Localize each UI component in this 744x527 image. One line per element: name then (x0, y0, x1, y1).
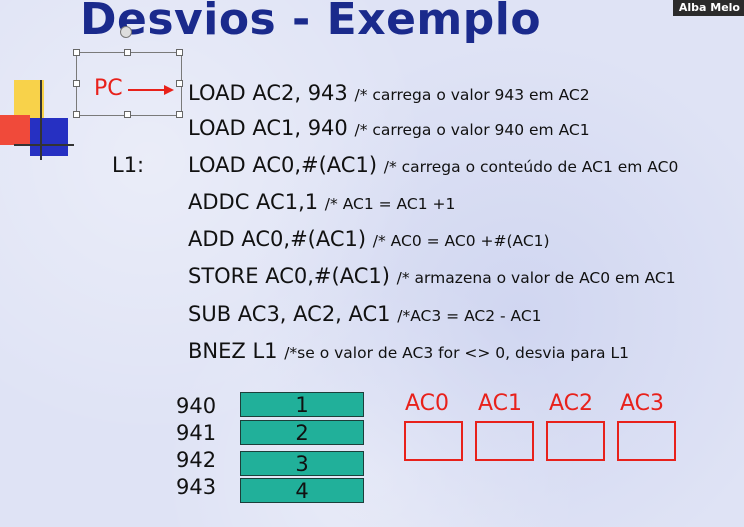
pc-label: PC (94, 76, 123, 101)
memory-address: 943 (176, 475, 217, 499)
instruction: LOAD AC1, 940 (188, 116, 348, 140)
resize-handle-top-left[interactable] (73, 49, 80, 56)
code-line-5: ADD AC0,#(AC1) /* AC0 = AC0 +#(AC1) (188, 227, 550, 251)
resize-handle-left[interactable] (73, 80, 80, 87)
code-line-1: LOAD AC2, 943 /* carrega o valor 943 em … (188, 81, 590, 105)
resize-handle-bottom[interactable] (124, 111, 131, 118)
decor-horizontal-line (14, 144, 74, 146)
memory-cell: 1 (240, 392, 364, 417)
code-line-6: STORE AC0,#(AC1) /* armazena o valor de … (188, 264, 676, 288)
comment: /*AC3 = AC2 - AC1 (397, 307, 542, 325)
register-label-ac3: AC3 (620, 391, 665, 416)
memory-cell: 3 (240, 451, 364, 476)
register-box-ac1 (475, 421, 534, 461)
register-label-ac0: AC0 (405, 391, 450, 416)
code-line-3: LOAD AC0,#(AC1) /* carrega o conteúdo de… (188, 153, 678, 177)
instruction: BNEZ L1 (188, 339, 278, 363)
resize-handle-bottom-right[interactable] (176, 111, 183, 118)
decor-red-square (0, 115, 30, 145)
pc-arrow-icon (128, 85, 174, 95)
memory-cell: 4 (240, 478, 364, 503)
resize-handle-top[interactable] (124, 49, 131, 56)
resize-handle-top-right[interactable] (176, 49, 183, 56)
comment: /* AC0 = AC0 +#(AC1) (372, 232, 550, 250)
comment: /* carrega o valor 940 em AC1 (354, 121, 590, 139)
memory-cell: 2 (240, 420, 364, 445)
register-label-ac2: AC2 (549, 391, 594, 416)
instruction: STORE AC0,#(AC1) (188, 264, 390, 288)
memory-address: 941 (176, 421, 217, 445)
comment: /* armazena o valor de AC0 em AC1 (396, 269, 676, 287)
code-line-4: ADDC AC1,1 /* AC1 = AC1 +1 (188, 190, 455, 214)
code-line-8: BNEZ L1 /*se o valor de AC3 for <> 0, de… (188, 339, 629, 363)
register-box-ac3 (617, 421, 676, 461)
speaker-name-tag: Alba Melo (672, 0, 744, 16)
resize-handle-bottom-left[interactable] (73, 111, 80, 118)
register-label-ac1: AC1 (478, 391, 523, 416)
code-line-2: LOAD AC1, 940 /* carrega o valor 940 em … (188, 116, 590, 140)
comment: /* AC1 = AC1 +1 (324, 195, 456, 213)
label-l1: L1: (112, 153, 145, 177)
instruction: ADD AC0,#(AC1) (188, 227, 367, 251)
instruction: SUB AC3, AC2, AC1 (188, 302, 391, 326)
instruction: LOAD AC2, 943 (188, 81, 348, 105)
resize-handle-right[interactable] (176, 80, 183, 87)
comment: /* carrega o conteúdo de AC1 em AC0 (383, 158, 679, 176)
comment: /* carrega o valor 943 em AC2 (354, 86, 590, 104)
decor-vertical-line (40, 80, 42, 160)
register-box-ac2 (546, 421, 605, 461)
code-line-7: SUB AC3, AC2, AC1 /*AC3 = AC2 - AC1 (188, 302, 542, 326)
comment: /*se o valor de AC3 for <> 0, desvia par… (284, 344, 629, 362)
slide-title: Desvios - Exemplo (80, 0, 542, 45)
memory-address: 940 (176, 394, 217, 418)
decor-blue-square (30, 118, 68, 156)
rotate-handle[interactable] (120, 26, 132, 38)
instruction: ADDC AC1,1 (188, 190, 319, 214)
memory-address: 942 (176, 448, 217, 472)
register-box-ac0 (404, 421, 463, 461)
instruction: LOAD AC0,#(AC1) (188, 153, 378, 177)
